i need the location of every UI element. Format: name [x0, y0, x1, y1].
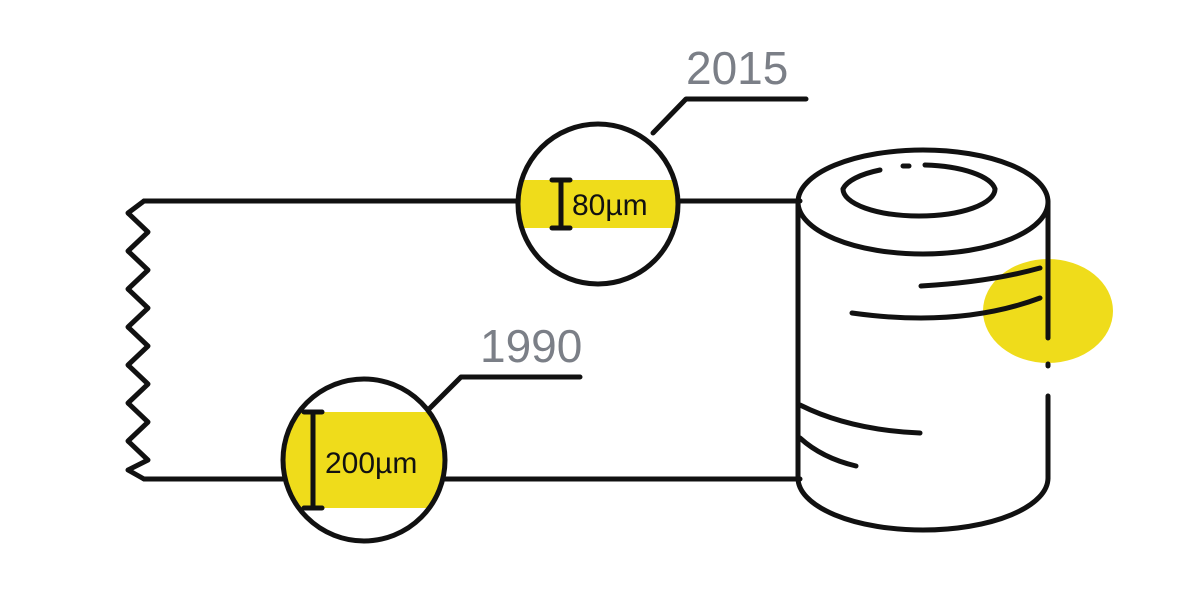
magnifier-1990: 200µm 1990	[280, 320, 583, 544]
inner-ring-arc-front	[840, 186, 998, 219]
wrap-line-1	[918, 265, 1043, 289]
torn-edge-zigzag	[125, 198, 151, 482]
magnifier-circle-1990	[280, 376, 448, 544]
thickness-label-2015: 80µm	[572, 189, 648, 222]
film-sheet	[125, 198, 803, 482]
wrap-line-2	[849, 295, 1043, 321]
roll-top-rim-back	[795, 147, 1051, 205]
year-label-2015: 2015	[686, 42, 788, 94]
film-band-1990	[283, 412, 445, 508]
callout-line-1990	[425, 374, 583, 413]
magnifier-2015: 80µm 2015	[515, 42, 809, 287]
callout-line-2015	[650, 96, 809, 136]
thickness-label-1990: 200µm	[325, 447, 417, 480]
inner-ring-arc-b	[922, 162, 998, 192]
roll-top-rim-front	[795, 199, 1051, 257]
wrap-line-3	[797, 402, 923, 436]
wrap-line-4	[797, 435, 859, 469]
film-roll	[795, 147, 1113, 533]
magnifier-circle-2015	[515, 121, 681, 287]
roll-bottom-rim	[795, 475, 1051, 533]
year-label-1990: 1990	[480, 320, 582, 372]
inner-ring-arc-a	[840, 167, 883, 192]
film-band-2015	[518, 180, 678, 228]
